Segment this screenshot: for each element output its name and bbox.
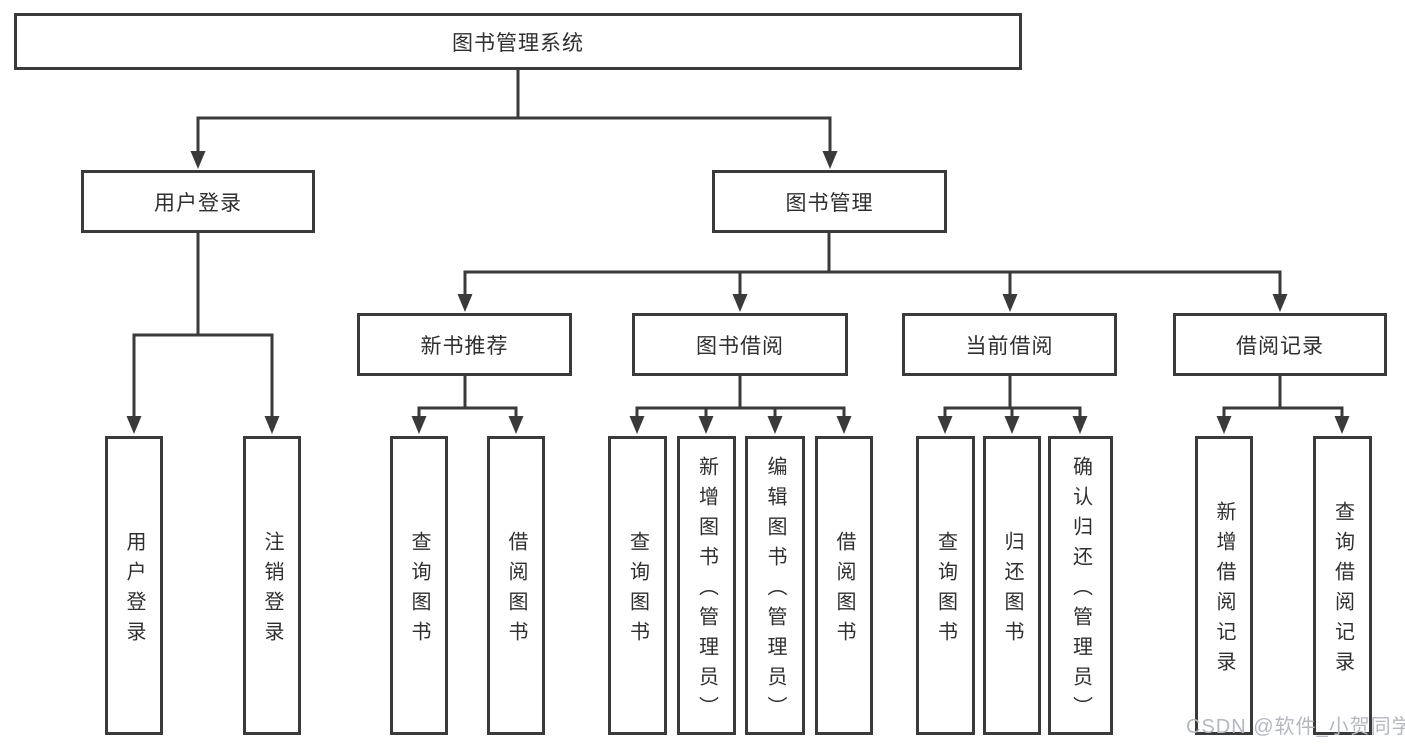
leaf-borrow-edit-book-admin: 编辑图书（管理员） [745,436,805,735]
leaf-user-login: 用户登录 [105,436,163,735]
node-current-borrow-label: 当前借阅 [965,334,1054,358]
leaf-borrow-add-book-admin: 新增图书（管理员） [677,436,736,735]
leaf-borrow-query-book-label: 查询图书 [626,530,649,651]
leaf-records-query-record-label: 查询借阅记录 [1331,500,1354,681]
leaf-current-query-book: 查询图书 [916,436,975,735]
leaf-current-confirm-return-admin-label: 确认归还（管理员） [1069,455,1092,726]
node-user-login: 用户登录 [81,170,315,233]
leaf-borrow-add-book-admin-label: 新增图书（管理员） [695,455,718,726]
leaf-recommend-borrow-book-label: 借阅图书 [505,530,527,651]
leaf-recommend-borrow-book: 借阅图书 [487,436,545,735]
node-root-label: 图书管理系统 [452,31,584,55]
leaf-logout-label: 注销登录 [261,530,283,651]
leaf-borrow-query-book: 查询图书 [608,436,667,735]
node-user-login-label: 用户登录 [154,191,242,215]
leaf-records-add-record: 新增借阅记录 [1195,436,1253,735]
node-current-borrow: 当前借阅 [902,313,1117,376]
leaf-records-add-record-label: 新增借阅记录 [1213,500,1235,681]
node-new-book-recommend-label: 新书推荐 [420,334,509,358]
leaf-user-login-label: 用户登录 [123,530,145,651]
leaf-borrow-edit-book-admin-label: 编辑图书（管理员） [764,455,786,726]
leaf-logout: 注销登录 [243,436,301,735]
leaf-recommend-query-book-label: 查询图书 [408,530,430,651]
leaf-current-return-book: 归还图书 [983,436,1041,735]
csdn-watermark: CSDN @软件_小贺同学 [1186,716,1405,738]
leaf-recommend-query-book: 查询图书 [390,436,448,735]
leaf-current-confirm-return-admin: 确认归还（管理员） [1048,436,1113,735]
leaf-records-query-record: 查询借阅记录 [1313,436,1372,735]
node-book-management-label: 图书管理 [785,191,874,215]
node-book-borrow-label: 图书借阅 [696,334,784,358]
node-book-borrow: 图书借阅 [632,313,848,376]
node-root: 图书管理系统 [14,13,1022,70]
node-book-management: 图书管理 [712,170,947,233]
leaf-current-return-book-label: 归还图书 [1001,530,1023,651]
leaf-borrow-borrow-book-label: 借阅图书 [833,530,855,651]
leaf-current-query-book-label: 查询图书 [934,530,957,651]
node-borrow-records-label: 借阅记录 [1236,334,1324,358]
node-borrow-records: 借阅记录 [1173,313,1387,376]
node-new-book-recommend: 新书推荐 [357,313,572,376]
leaf-borrow-borrow-book: 借阅图书 [815,436,873,735]
